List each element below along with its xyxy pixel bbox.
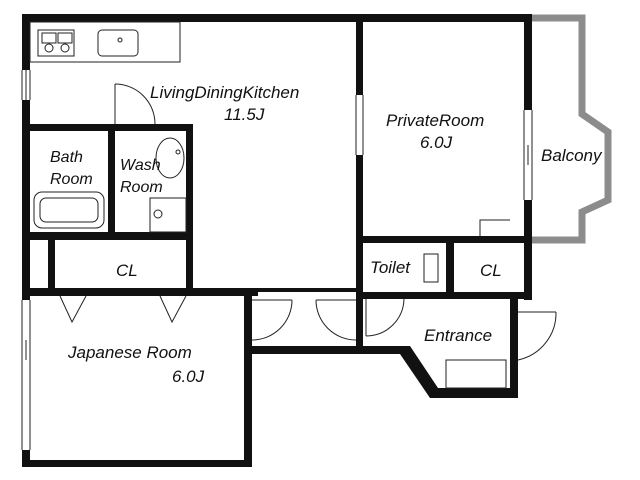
doors (33, 83, 557, 389)
cl-right-label: CL (480, 261, 502, 280)
windows (21, 70, 533, 450)
japanese-room-name: Japanese Room (67, 343, 192, 362)
ldk-size: 11.5J (224, 105, 265, 124)
wash-line1: Wash (120, 157, 161, 174)
private-room-size: 6.0J (420, 133, 453, 152)
ldk-name: LivingDiningKitchen (150, 83, 299, 102)
toilet-label: Toilet (370, 258, 411, 277)
kitchen-counter (29, 21, 181, 63)
room-labels: LivingDiningKitchen 11.5J PrivateRoom 6.… (50, 83, 603, 386)
private-room-name: PrivateRoom (386, 111, 484, 130)
walls (22, 14, 532, 467)
wash-line2: Room (120, 179, 163, 196)
balcony-name: Balcony (541, 146, 603, 165)
bath-line1: Bath (50, 149, 83, 166)
japanese-room-size: 6.0J (172, 367, 205, 386)
cl-left-label: CL (116, 261, 138, 280)
bath-line2: Room (50, 171, 93, 188)
balcony-outline (528, 14, 612, 244)
entrance-label: Entrance (424, 326, 492, 345)
